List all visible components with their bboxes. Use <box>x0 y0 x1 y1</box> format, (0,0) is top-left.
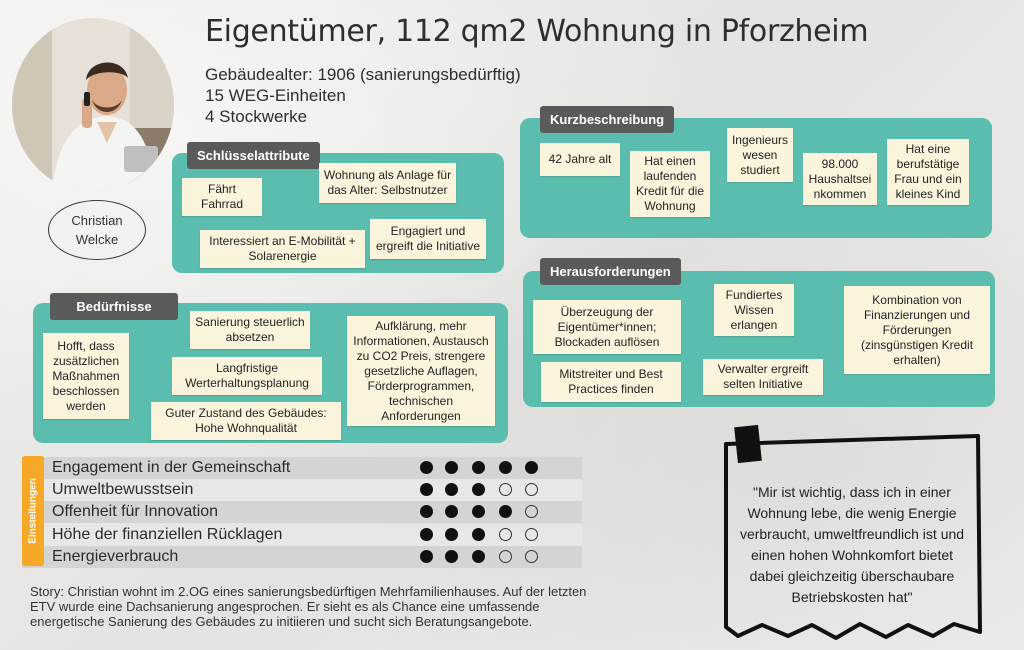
rating-dot-filled <box>472 461 485 474</box>
attr-row-bg <box>22 457 582 479</box>
rating-dot-filled <box>445 528 458 541</box>
rating-dot-filled <box>472 505 485 518</box>
heraus-tag: Herausforderungen <box>540 258 681 285</box>
story-text: Story: Christian wohnt im 2.OG eines san… <box>30 584 587 629</box>
rating-dot-empty <box>525 483 538 496</box>
persona-photo <box>12 18 174 192</box>
building-info: Gebäudealter: 1906 (sanierungsbedürftig)… <box>205 64 521 127</box>
heraus-note-1: Überzeugung der Eigentümer*innen; Blocka… <box>533 300 681 354</box>
schluessel-note-2: Wohnung als Anlage für das Alter: Selbst… <box>319 163 456 203</box>
heraus-note-4: Mitstreiter und Best Practices finden <box>541 362 681 402</box>
attr-row-bg <box>22 501 582 523</box>
kurz-note-1: 42 Jahre alt <box>540 143 620 176</box>
beduerfnisse-note-1: Hofft, dass zusätzlichen Maßnahmen besch… <box>43 333 129 419</box>
attr-row-bg <box>22 524 582 546</box>
rating-dot-filled <box>499 505 512 518</box>
persona-last-name: Welcke <box>75 232 119 247</box>
info-building-age: Gebäudealter: 1906 (sanierungsbedürftig) <box>205 65 521 84</box>
rating-dot-filled <box>420 528 433 541</box>
rating-dot-filled <box>420 550 433 563</box>
rating-dot-filled <box>472 483 485 496</box>
einstellungen-label: Einstellungen <box>27 478 39 544</box>
attr-row-bg <box>22 479 582 501</box>
kurz-tag: Kurzbeschreibung <box>540 106 675 133</box>
rating-dot-empty <box>525 505 538 518</box>
rating-dot-filled <box>445 483 458 496</box>
persona-first-name: Christian <box>71 213 123 228</box>
rating-dot-filled <box>420 483 433 496</box>
rating-dot-filled <box>472 550 485 563</box>
schluessel-note-4: Engagiert und ergreift die Initiative <box>370 219 486 259</box>
rating-dot-filled <box>525 461 538 474</box>
attr-label-energie: Energieverbrauch <box>52 548 179 565</box>
attr-label-engagement: Engagement in der Gemeinschaft <box>52 459 291 476</box>
kurz-note-3: Ingenieurs wesen studiert <box>727 128 793 182</box>
rating-dot-filled <box>445 550 458 563</box>
attr-row-bg <box>22 546 582 568</box>
heraus-note-2: Fundiertes Wissen erlangen <box>714 284 794 336</box>
beduerfnisse-note-3: Langfristige Werterhaltungsplanung <box>172 357 322 395</box>
quote-text: "Mir ist wichtig, dass ich in einer Wohn… <box>739 484 965 605</box>
info-units: 15 WEG-Einheiten <box>205 86 346 105</box>
rating-dot-filled <box>499 461 512 474</box>
quote-frame <box>724 424 982 640</box>
attr-label-umwelt: Umweltbewusstsein <box>52 481 194 498</box>
rating-dot-empty <box>499 528 512 541</box>
persona-name: Christian Welcke <box>48 200 146 260</box>
rating-dot-filled <box>420 505 433 518</box>
rating-dot-empty <box>525 528 538 541</box>
schluessel-note-3: Interessiert an E-Mobilität + Solarenerg… <box>200 230 365 268</box>
einstellungen-tag: Einstellungen <box>22 456 44 566</box>
kurz-note-4: 98.000 Haushaltsei nkommen <box>803 153 877 205</box>
rating-dot-filled <box>445 461 458 474</box>
rating-dot-empty <box>499 550 512 563</box>
kurz-note-2: Hat einen laufenden Kredit für die Wohnu… <box>630 151 710 217</box>
beduerfnisse-tag: Bedürfnisse <box>50 293 178 320</box>
rating-dot-empty <box>499 483 512 496</box>
attr-label-ruecklagen: Höhe der finanziellen Rücklagen <box>52 526 283 543</box>
rating-dot-empty <box>525 550 538 563</box>
attr-label-innovation: Offenheit für Innovation <box>52 503 219 520</box>
info-floors: 4 Stockwerke <box>205 107 308 126</box>
page-title: Eigentümer, 112 qm2 Wohnung in Pforzheim <box>205 14 869 49</box>
beduerfnisse-note-5: Aufklärung, mehr Informationen, Austausc… <box>347 316 495 426</box>
heraus-note-5: Verwalter ergreift selten Initiative <box>703 359 823 395</box>
beduerfnisse-note-4: Guter Zustand des Gebäudes: Hohe Wohnqua… <box>151 402 341 440</box>
rating-dot-filled <box>420 461 433 474</box>
kurz-note-5: Hat eine berufstätige Frau und ein klein… <box>887 139 969 205</box>
schluessel-tag: Schlüsselattribute <box>187 142 320 169</box>
rating-dot-filled <box>472 528 485 541</box>
beduerfnisse-note-2: Sanierung steuerlich absetzen <box>190 311 310 349</box>
heraus-note-3: Kombination von Finanzierungen und Förde… <box>844 286 990 374</box>
schluessel-note-1: Fährt Fahrrad <box>182 178 262 216</box>
rating-dot-filled <box>445 505 458 518</box>
